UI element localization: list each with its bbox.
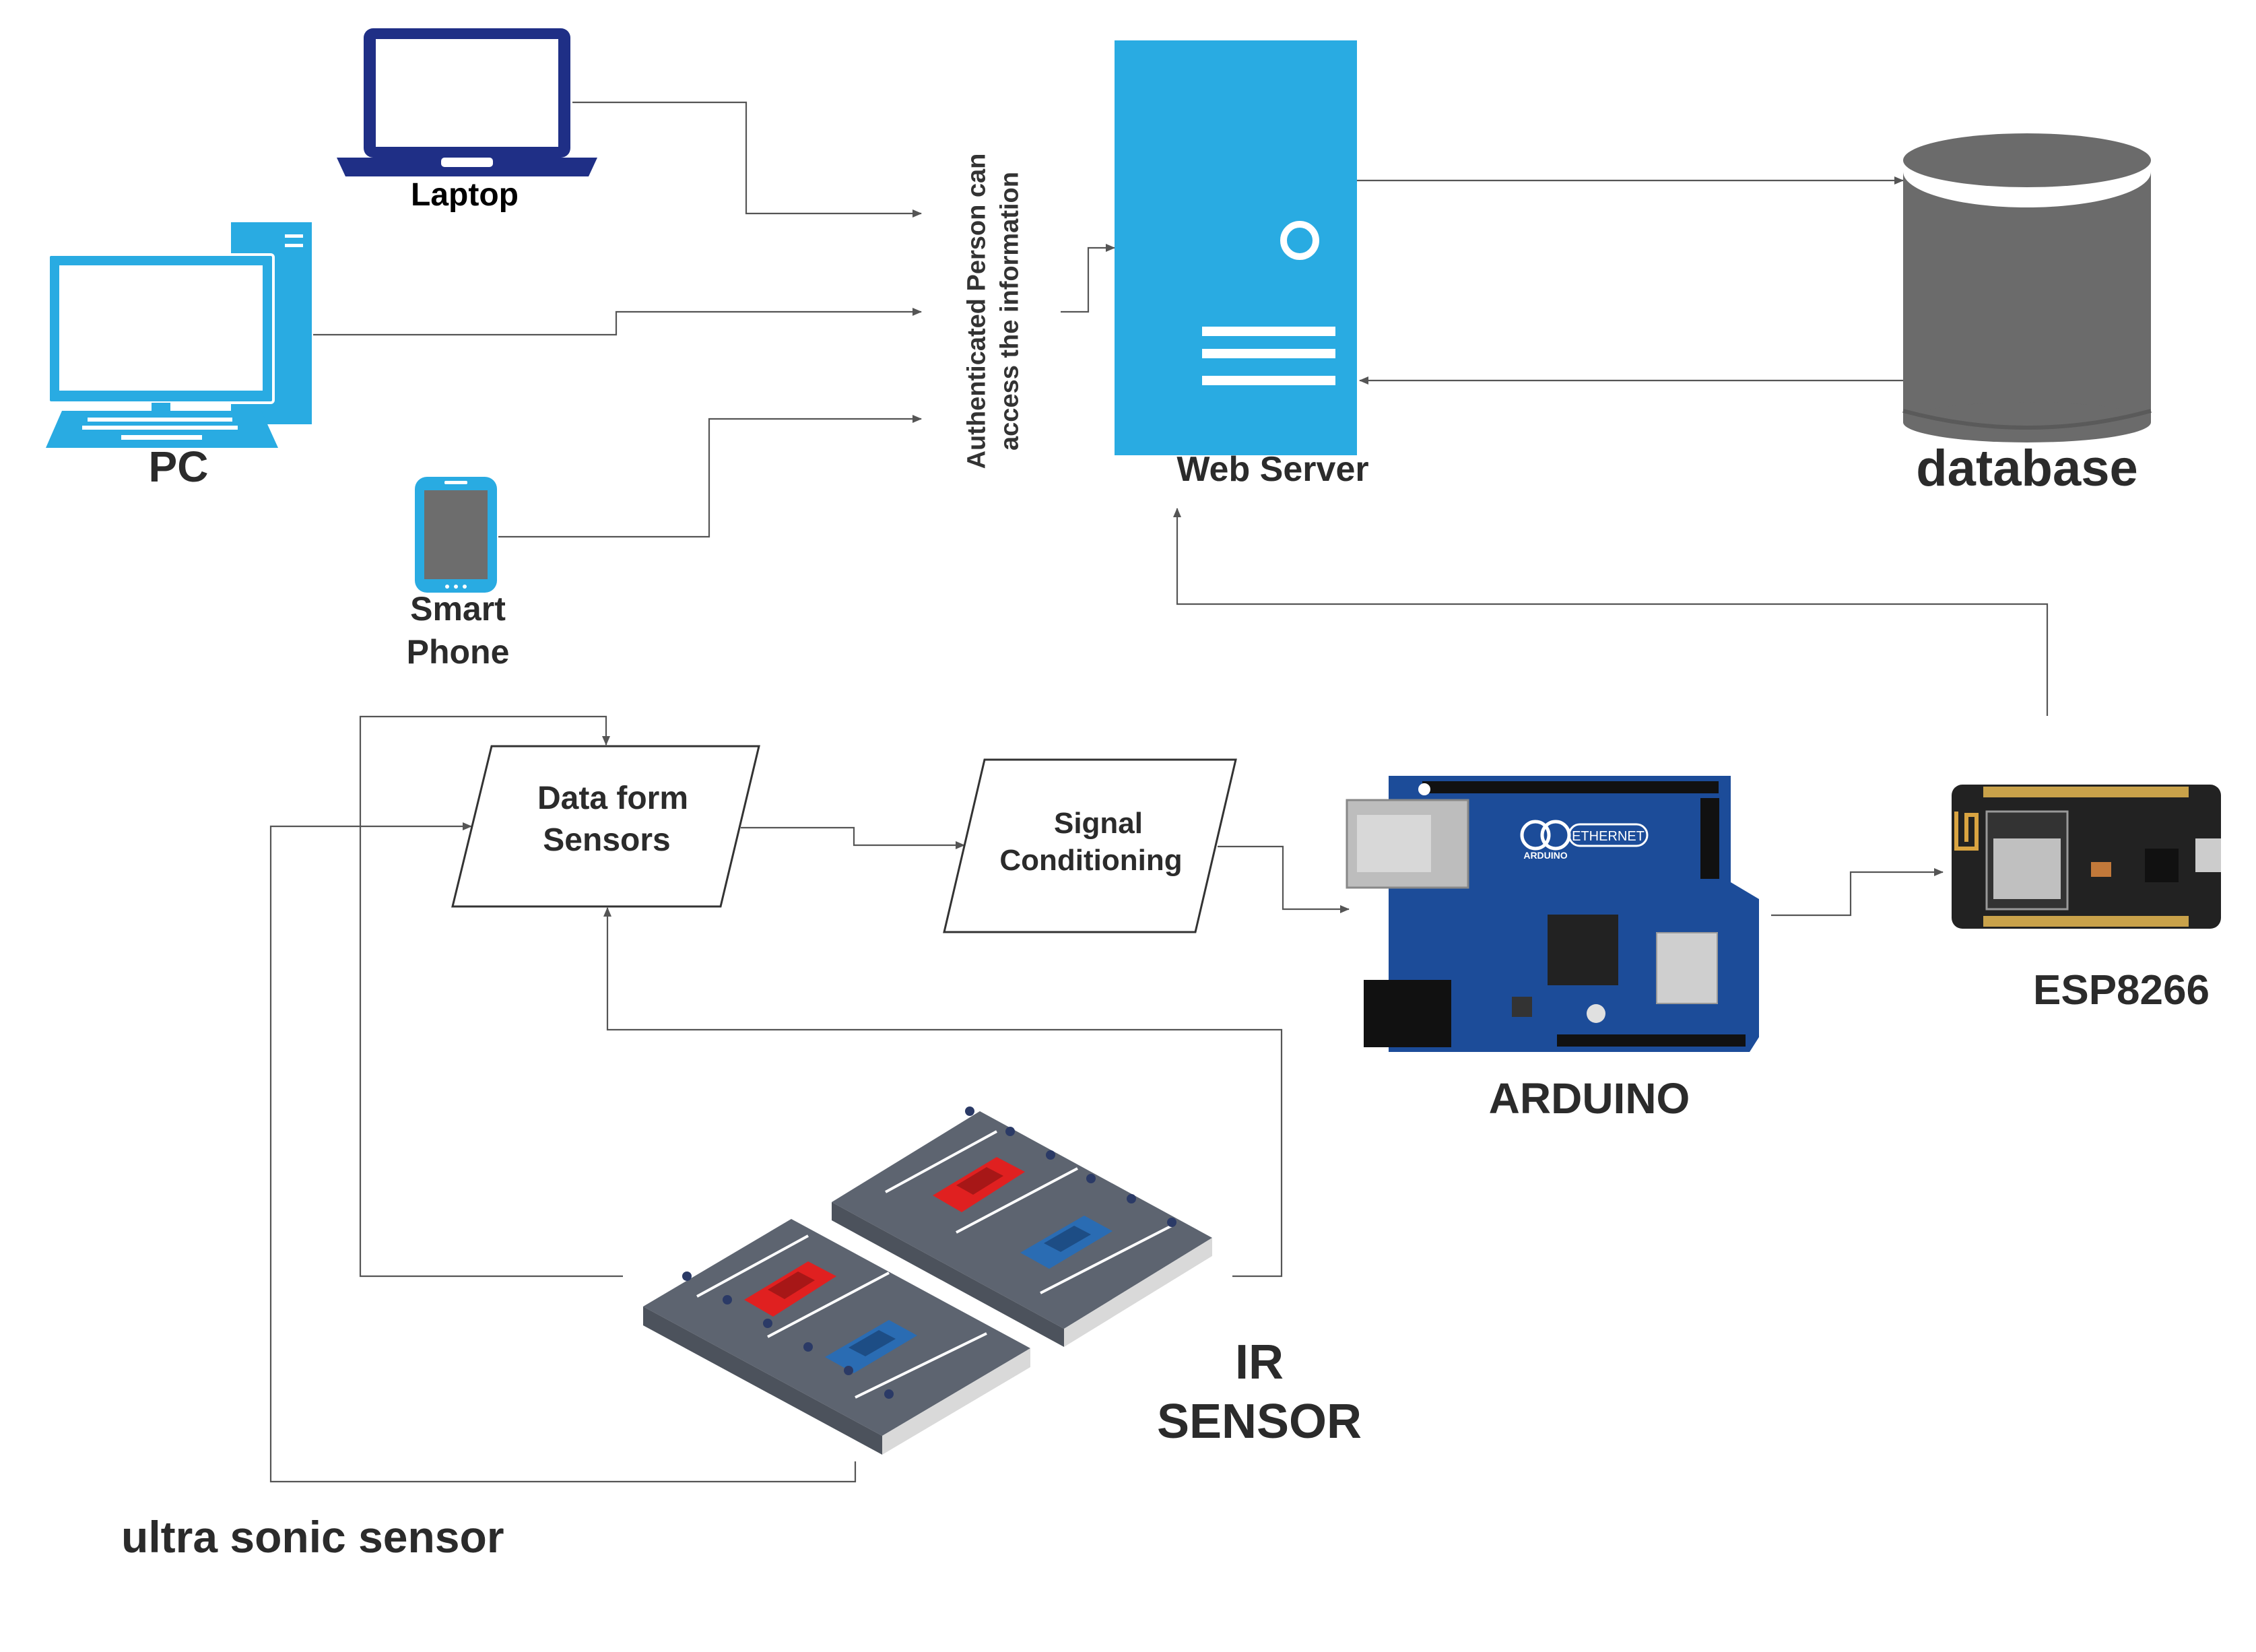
connector-phone-to-auth xyxy=(498,415,922,538)
desktop-pc-icon xyxy=(46,222,312,448)
connector-arduino-to-esp xyxy=(1771,868,1944,917)
smartphone-label-line2: Phone xyxy=(406,633,510,671)
database-cylinder-icon xyxy=(1902,133,2152,442)
smartphone-label: Smart Phone xyxy=(364,587,552,673)
signal-conditioning-box xyxy=(943,758,1237,933)
car-red-lower xyxy=(744,1261,836,1317)
auth-access-line1: Authenticated Person can xyxy=(962,153,991,469)
connector-sensors-to-signal xyxy=(741,826,965,849)
ultrasonic-sensor-label: ultra sonic sensor xyxy=(121,1512,504,1562)
connector-ir-left-to-sensors xyxy=(359,715,623,1278)
esp8266-label: ESP8266 xyxy=(2033,967,2210,1014)
car-red-upper xyxy=(933,1157,1025,1212)
arduino-label: ARDUINO xyxy=(1488,1074,1690,1123)
car-blue-upper xyxy=(1020,1216,1113,1269)
connector-pc-to-auth xyxy=(313,308,922,336)
ir-sensor-line1: IR xyxy=(1235,1335,1284,1389)
arduino-board-icon: ETHERNET ARDUINO xyxy=(1346,776,1759,1052)
connector-laptop-to-auth xyxy=(572,101,922,218)
arduino-board-brand: ARDUINO xyxy=(1523,850,1567,861)
data-from-sensors-box xyxy=(451,745,760,908)
signal-conditioning-line1: Signal xyxy=(1053,807,1143,840)
server-icon xyxy=(1115,40,1357,455)
database-label: database xyxy=(1916,440,2138,497)
connector-esp-to-server xyxy=(1173,508,2049,716)
connectors xyxy=(269,101,2049,1483)
parking-lot-icon xyxy=(643,1106,1212,1455)
signal-conditioning-label: Signal Conditioning xyxy=(970,805,1212,879)
laptop-label: Laptop xyxy=(411,177,519,213)
laptop-icon xyxy=(337,28,597,176)
data-from-sensors-line1: Data form xyxy=(537,781,689,816)
ir-sensor-label: IR SENSOR xyxy=(1118,1333,1401,1452)
connector-auth-to-server xyxy=(1061,244,1115,313)
data-from-sensors-line2: Sensors xyxy=(543,822,671,859)
ir-sensor-line2: SENSOR xyxy=(1156,1394,1362,1449)
connector-signal-to-arduino xyxy=(1218,845,1350,913)
smartphone-label-line1: Smart xyxy=(410,590,506,628)
data-from-sensors-label: Data form Sensors xyxy=(492,778,734,862)
esp8266-module-icon xyxy=(1952,785,2221,929)
pc-label: PC xyxy=(148,442,209,491)
connector-ir-right-to-sensors xyxy=(603,907,1283,1278)
web-server-label: Web Server xyxy=(1176,450,1369,489)
car-blue-lower xyxy=(825,1320,917,1373)
auth-access-line2: access the information xyxy=(995,172,1024,451)
signal-conditioning-line2: Conditioning xyxy=(999,844,1183,877)
arduino-board-text: ETHERNET xyxy=(1572,829,1645,844)
smartphone-icon xyxy=(415,477,497,593)
connector-ultrasonic-to-sensors xyxy=(269,822,857,1483)
